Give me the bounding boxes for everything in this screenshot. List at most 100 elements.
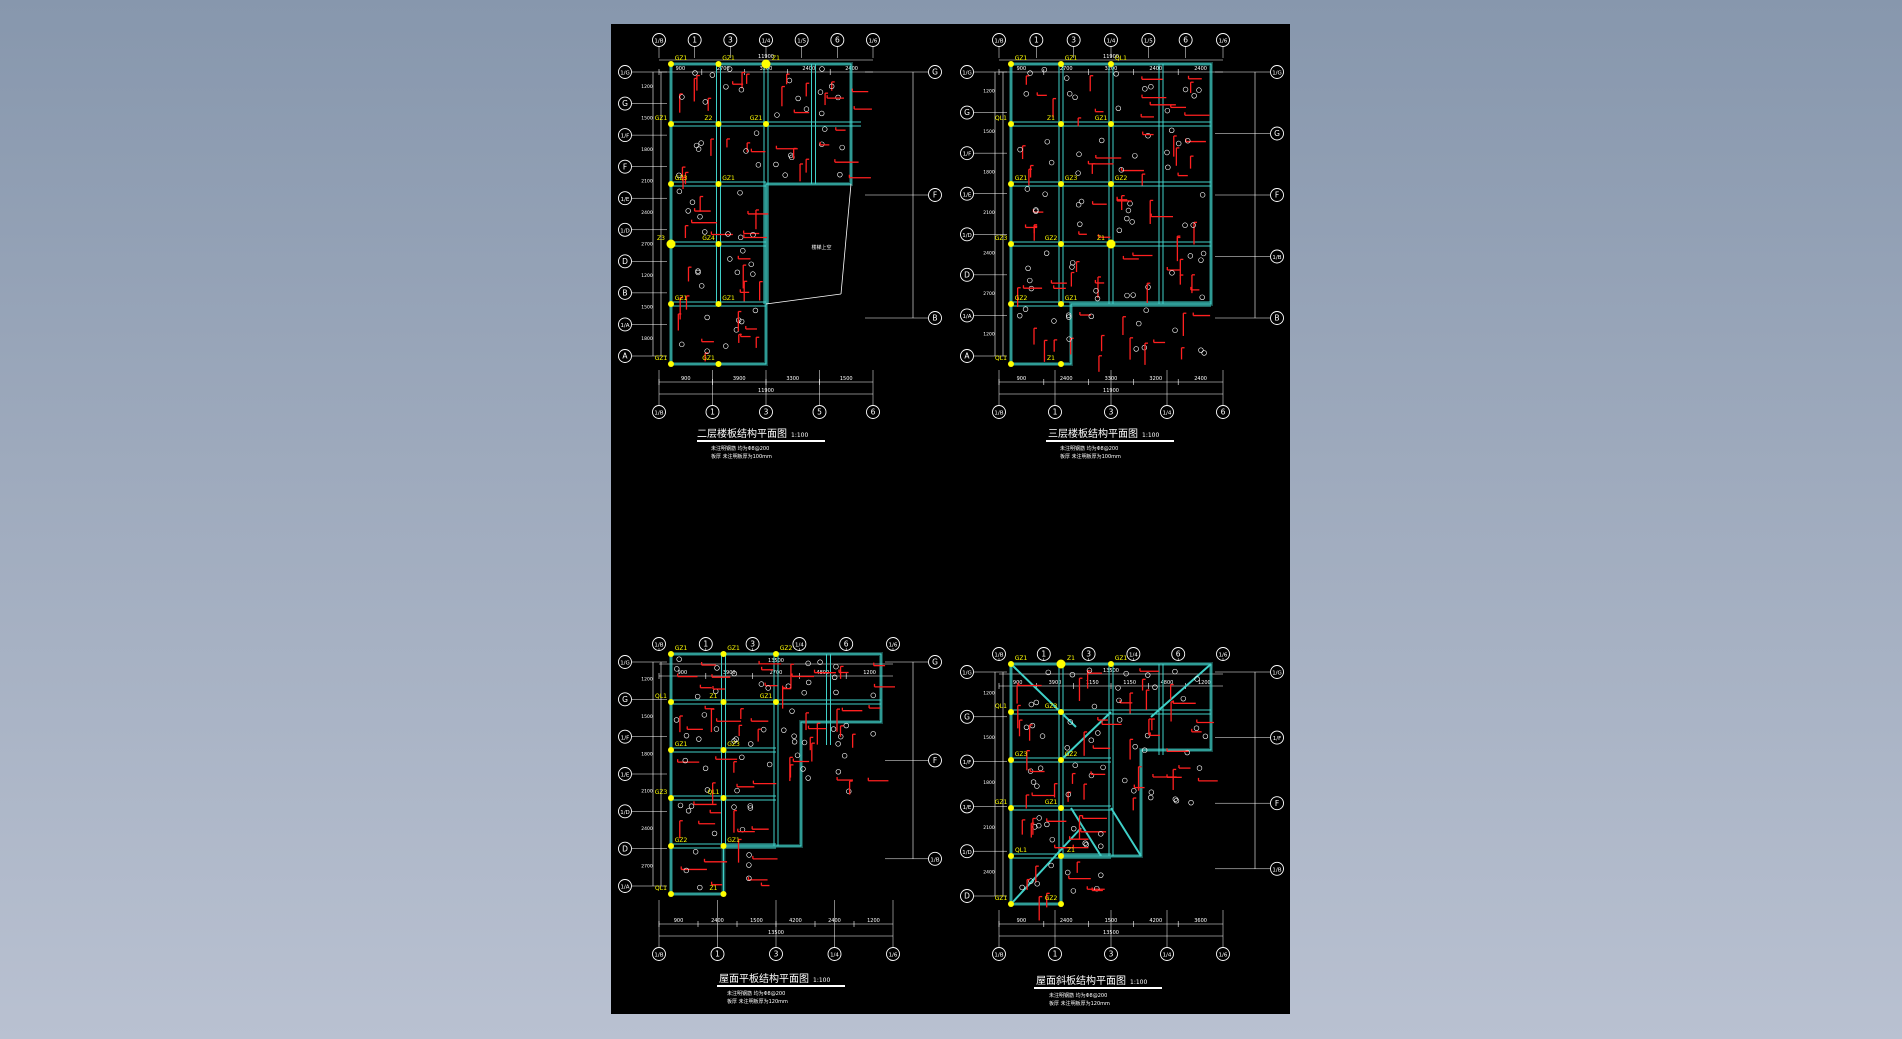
plan-roof-flat-left-dim-0: 1200 (641, 677, 653, 683)
plan-2-top-axis-3 (759, 33, 773, 47)
plan-roof-flat-column-label-4: GZ2 (675, 837, 688, 844)
plan-roof-flat-ref-bubble-0-2-0 (702, 765, 709, 772)
plan-2-ref-bubble-1-4-1 (738, 318, 745, 325)
plan-2-ref-bubble-2-1-3 (782, 172, 788, 178)
plan-roof-flat-ref-bubble-1-4-2 (746, 875, 752, 882)
plan-3-left-axis-2 (960, 146, 974, 161)
plan-roof-slope-hip-4 (1110, 807, 1142, 857)
plan-roof-flat-ref-bubble-3-2-1 (846, 788, 852, 795)
plan-roof-flat-ref-bubble-1-2-2 (766, 761, 773, 768)
plan-roof-slope-bot-dim-3: 4200 (1149, 918, 1162, 924)
plan-roof-slope-ref-bubble-1-3-2 (1071, 825, 1077, 832)
plan-3-outer-wall (1010, 63, 1212, 365)
plan-2-top-axis-6 (866, 33, 880, 47)
plan-roof-slope-note-1: 未注明钢筋 均为Φ8@200 (1049, 993, 1108, 999)
plan-3-ref-bubble-2-3-0 (1130, 292, 1136, 298)
plan-roof-slope-column-label-12: GZ1 (1115, 655, 1128, 662)
plan-roof-flat-left-axis-4 (618, 804, 632, 819)
plan-3-ref-bubble-1-3-1 (1094, 295, 1101, 302)
plan-2-column-5 (668, 361, 674, 367)
plan-3-ref-bubble-3-4-0 (1201, 350, 1207, 356)
plan-2-column-label-3: Z3 (657, 235, 665, 242)
plan-2-title-underline (697, 440, 825, 442)
plan-roof-flat-left-dim-5: 2700 (641, 863, 653, 869)
plan-2-column-label-9: GZ4 (702, 235, 715, 242)
plan-roof-flat-ref-bubble-2-2-2 (805, 775, 811, 781)
plan-roof-slope-left-axis-3 (960, 799, 974, 814)
plan-roof-flat-column-label-0: GZ1 (675, 645, 688, 652)
plan-3-ref-bubble-2-2-2 (1124, 215, 1130, 222)
plan-2-bot-axis-4-label: 6 (871, 408, 876, 417)
plan-roof-slope-ref-bubble-0-3-0 (1049, 836, 1055, 843)
plan-3-ref-bubble-3-1-4 (1169, 127, 1175, 134)
plan-3-ref-bubble-3-2-0 (1182, 222, 1188, 228)
plan-2-top-axis-2 (723, 33, 738, 47)
plan-2-left-dim-1: 1500 (641, 115, 653, 121)
plan-3-ref-bubble-0-1-2 (1044, 139, 1050, 145)
plan-roof-slope-left-axis-1 (960, 709, 974, 724)
plan-2-bot-dim-1: 3900 (733, 376, 746, 382)
plan-roof-flat-column-label-3: GZ3 (655, 789, 668, 796)
plan-3-column-9 (1058, 241, 1064, 247)
plan-2-ref-bubble-0-3-1 (695, 268, 701, 274)
plan-roof-flat-top-axis-0 (652, 637, 666, 651)
plan-roof-flat-column-label-13: GZ1 (760, 693, 773, 700)
plan-3-ref-bubble-2-4-3 (1133, 346, 1139, 352)
plan-roof-flat-top-axis-4-label: 6 (844, 640, 849, 649)
plan-2-note-1: 未注明钢筋 均为Φ8@200 (711, 446, 770, 452)
plan-roof-slope-bot-axis-0-label: 1/B (994, 953, 1003, 959)
plan-3-ref-bubble-0-4-2 (1017, 312, 1023, 319)
plan-roof-flat-column-9 (720, 795, 727, 801)
plan-3-bot-axis-4 (1216, 405, 1230, 419)
plan-roof-slope-ref-bubble-1-1-1 (1067, 719, 1073, 725)
plan-roof-slope-bot-dim-1: 2400 (1060, 918, 1073, 924)
plan-3-ref-bubble-0-1-0 (1017, 146, 1023, 153)
plan-2-left-axis-3-label: F (623, 162, 627, 171)
plan-roof-flat-top-axis-0-label: 1/B (654, 643, 663, 649)
plan-roof-slope-column-6 (1056, 659, 1066, 669)
plan-roof-flat-ref-bubble-1-0-1 (731, 670, 737, 677)
plan-roof-slope-ref-bubble-3-0-1 (1194, 676, 1200, 682)
plan-3-left-axis-1-label: G (964, 108, 970, 117)
plan-3-bot-axis-1-label: 1 (1053, 408, 1058, 417)
plan-roof-flat-column-label-8: GZ3 (727, 741, 740, 748)
plan-2-ref-bubble-3-0-3 (835, 94, 841, 101)
plan-3-top-axis-4-label: 1/5 (1144, 39, 1153, 45)
plan-3-left-dim-2: 1800 (983, 169, 995, 175)
plan-roof-slope-column-2 (1008, 757, 1014, 763)
plan-roof-slope-ref-bubble-1-3-0 (1082, 840, 1088, 846)
plan-3-bot-axis-3-label: 1/4 (1163, 411, 1172, 417)
plan-roof-flat-top-axis-5-label: 1/6 (889, 643, 898, 649)
plan-2-top-dim-2: 3200 (760, 66, 773, 72)
plan-3-outer-wall-fill (1009, 62, 1213, 366)
plan-3-ref-bubble-3-0-1 (1196, 87, 1202, 93)
plan-2-ref-bubble-0-1-3 (695, 146, 702, 152)
plan-2-bot-axis-1-label: 1 (710, 408, 715, 417)
plan-roof-flat-left-axis-6 (618, 879, 632, 893)
plan-roof-flat-column-6 (720, 651, 727, 657)
plan-2-left-axis-3 (618, 159, 632, 174)
plan-roof-flat-column-11 (720, 891, 727, 897)
plan-roof-flat-bot-dim-0: 900 (674, 918, 684, 924)
plan-roof-flat-ref-bubble-1-1-0 (731, 738, 737, 744)
plan-roof-flat-ref-bubble-0-4-0 (697, 884, 703, 891)
plan-roof-slope-ref-bubble-3-1-2 (1193, 725, 1200, 731)
plan-2-ref-bubble-0-0-3 (709, 72, 716, 78)
plan-3-column-14 (1108, 181, 1114, 187)
plan-roof-slope-ref-bubble-1-1-0 (1088, 737, 1094, 743)
plan-2-ref-bubble-0-3-2 (695, 269, 701, 276)
plan-2-left-dim-7: 1500 (641, 305, 653, 311)
plan-roof-slope-ref-bubble-1-2-2 (1100, 764, 1106, 771)
plan-3-top-dim-0: 900 (1017, 66, 1027, 72)
plan-3-ref-bubble-0-3-3 (1027, 277, 1033, 284)
plan-3-left-axis-0-label: 1/G (962, 71, 972, 77)
plan-2-right-axis-1 (928, 188, 942, 202)
plan-roof-slope: 1/B131/461/61350090039001150115048001200… (960, 647, 1284, 961)
plan-3-bot-axis-3 (1160, 405, 1174, 419)
plan-3-ref-bubble-1-3-3 (1069, 260, 1076, 266)
